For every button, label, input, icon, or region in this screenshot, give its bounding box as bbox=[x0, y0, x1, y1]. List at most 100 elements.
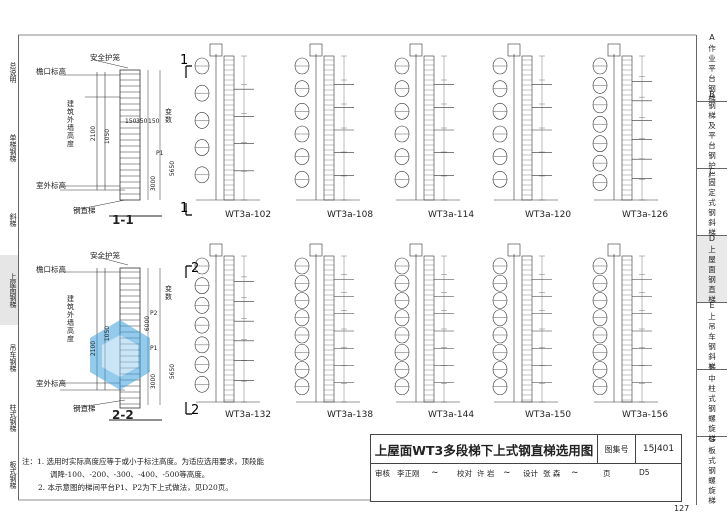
model-caption[interactable]: WT3a-114 bbox=[428, 210, 475, 220]
dim-6000: 6000 bbox=[144, 315, 152, 332]
atlas-number: 15J401 bbox=[636, 435, 681, 464]
chapter-tab-b[interactable]: B 钢梯及平台钢护栏 bbox=[697, 90, 727, 180]
title-block: 上屋面WT3多段梯下上式钢直梯选用图 图集号 15J401 审核 李正刚 ~ 校… bbox=[370, 434, 682, 502]
dim-1050: 1050 bbox=[104, 325, 112, 342]
section-label-1-1: 1-1 bbox=[112, 213, 134, 227]
model-caption[interactable]: WT3a-144 bbox=[428, 410, 475, 420]
check-label: 校对 bbox=[457, 469, 472, 478]
chapter-code: F bbox=[709, 362, 715, 372]
models-row-1 bbox=[194, 43, 658, 201]
review-name: 李正刚 bbox=[397, 469, 420, 478]
model-caption[interactable]: WT3a-108 bbox=[327, 210, 374, 220]
chapter-tab-c[interactable]: C 固定式钢斜梯 bbox=[697, 166, 727, 237]
dim-5650: 5650 bbox=[169, 160, 177, 177]
left-index-strip: 总说明 单梯钢梯 斜梯 上屋面钢梯 吊车钢梯 柱式钢梯 板式钢梯 bbox=[0, 35, 19, 500]
page-label: 页 bbox=[603, 469, 611, 478]
guard-label: 安全护笼 bbox=[90, 251, 120, 260]
ladder-elevation bbox=[294, 243, 360, 403]
drawing-title: 上屋面WT3多段梯下上式钢直梯选用图 bbox=[371, 435, 598, 464]
variable-label: 变数 bbox=[165, 108, 172, 124]
wall-height-label: 建筑外墙高度 bbox=[67, 295, 74, 343]
dim-3000: 3000 bbox=[150, 373, 158, 390]
ladder-elevation bbox=[492, 43, 558, 201]
ladder-elevation bbox=[394, 43, 460, 201]
platform-p1-label: P1 bbox=[156, 150, 164, 157]
dim-2100: 2100 bbox=[90, 125, 98, 142]
outdoor-label: 室外标高 bbox=[36, 181, 66, 190]
sheet-number: 127 bbox=[674, 504, 690, 513]
ladder-elevation bbox=[394, 243, 460, 403]
cut-mark-2-bottom: 2 bbox=[191, 403, 199, 418]
model-caption[interactable]: WT3a-138 bbox=[327, 410, 374, 420]
wall-height-label: 建筑外墙高度 bbox=[67, 100, 74, 148]
model-caption[interactable]: WT3a-132 bbox=[225, 410, 272, 420]
chapter-tab-a[interactable]: A 作业平台钢梯 bbox=[697, 33, 727, 103]
cut-mark-1-bottom: 1 bbox=[180, 201, 188, 216]
check-name: 许 岩 bbox=[477, 469, 495, 478]
chapter-tab-d[interactable]: D 上屋面钢直梯 bbox=[697, 233, 727, 304]
right-index-strip: A 作业平台钢梯 B 钢梯及平台钢护栏 C 固定式钢斜梯 D 上屋面钢直梯 E … bbox=[696, 33, 727, 505]
left-index-item[interactable]: 斜梯 bbox=[9, 213, 17, 227]
review-row: 审核 李正刚 ~ 校对 许 岩 ~ 设计 张 森 ~ 页 D5 bbox=[371, 464, 681, 484]
chapter-code: D bbox=[708, 233, 716, 243]
section-label-2-2: 2-2 bbox=[112, 408, 134, 422]
chapter-tab-g[interactable]: G 板式钢螺旋梯 bbox=[697, 434, 727, 505]
watermark-icon bbox=[90, 320, 150, 390]
notes-block: 注：1. 选用时实际高度应等于或小于标注高度。为适应选用要求，顶段能 调降-10… bbox=[22, 455, 367, 494]
dim-150a: 150 bbox=[125, 118, 137, 125]
ladder-elevation bbox=[194, 243, 260, 403]
platform-p2-label: P2 bbox=[150, 310, 158, 317]
model-caption[interactable]: WT3a-120 bbox=[525, 210, 572, 220]
atlas-label: 图集号 bbox=[598, 435, 636, 464]
ladder-elevation bbox=[592, 43, 658, 201]
dim-1050: 1050 bbox=[104, 128, 112, 145]
models-row-2 bbox=[194, 243, 658, 403]
left-index-item[interactable]: 板式钢梯 bbox=[9, 461, 17, 489]
section-1-1: 1 1 bbox=[60, 53, 192, 217]
chapter-label: 中柱式钢螺旋梯 bbox=[708, 373, 716, 443]
chapter-code: C bbox=[709, 166, 715, 176]
chapter-code: G bbox=[708, 434, 716, 444]
variable-label: 变数 bbox=[165, 285, 172, 301]
chapter-label: 钢梯及平台钢护栏 bbox=[708, 100, 716, 180]
left-index-item[interactable]: 单梯钢梯 bbox=[9, 133, 17, 162]
model-caption[interactable]: WT3a-156 bbox=[622, 410, 669, 420]
note-line: 注：1. 选用时实际高度应等于或小于标注高度。为适应选用要求，顶段能 bbox=[22, 457, 265, 466]
eave-label: 檐口标高 bbox=[36, 67, 66, 76]
chapter-tab-f[interactable]: F 中柱式钢螺旋梯 bbox=[697, 363, 727, 443]
ladder-elevation bbox=[194, 43, 260, 201]
left-index-item-active[interactable]: 上屋面钢梯 bbox=[0, 255, 18, 325]
left-index-item[interactable]: 总说明 bbox=[9, 62, 17, 83]
dim-2100: 2100 bbox=[90, 340, 98, 357]
note-line: 2. 本示意图的梯间平台P1、P2为下上式做法，见D20页。 bbox=[38, 483, 233, 492]
check-signature: ~ bbox=[503, 468, 511, 478]
chapter-label: 上屋面钢直梯 bbox=[708, 244, 716, 304]
design-label: 设计 bbox=[523, 469, 538, 478]
page-number: D5 bbox=[639, 468, 650, 477]
chapter-tab-e[interactable]: E 上吊车钢斜梯 bbox=[697, 301, 727, 371]
left-index-item[interactable]: 吊车钢梯 bbox=[9, 343, 17, 372]
guard-label: 安全护笼 bbox=[90, 53, 120, 62]
chapter-label: 固定式钢斜梯 bbox=[708, 177, 716, 237]
design-signature: ~ bbox=[571, 468, 579, 478]
model-caption[interactable]: WT3a-126 bbox=[622, 210, 669, 220]
ladder-label: 钢直梯 bbox=[73, 404, 96, 413]
dim-150b: 150 bbox=[148, 118, 160, 125]
ladder-elevation bbox=[492, 243, 558, 403]
ladder-elevation bbox=[592, 243, 658, 403]
ladder-elevation bbox=[294, 43, 360, 201]
eave-label: 檐口标高 bbox=[36, 265, 66, 274]
dim-350: 350 bbox=[136, 118, 148, 125]
model-caption[interactable]: WT3a-150 bbox=[525, 410, 572, 420]
left-index-item[interactable]: 柱式钢梯 bbox=[9, 403, 17, 432]
platform-p1-label: P1 bbox=[150, 345, 158, 352]
note-line: 调降-100、-200、-300、-400、-500等高度。 bbox=[50, 470, 210, 479]
section-2-2: 2 2 bbox=[60, 255, 199, 421]
chapter-code: B bbox=[709, 89, 715, 99]
model-caption[interactable]: WT3a-102 bbox=[225, 210, 272, 220]
design-name: 张 森 bbox=[543, 469, 561, 478]
ladder-label: 钢直梯 bbox=[73, 206, 96, 215]
dim-3000: 3000 bbox=[150, 175, 158, 192]
